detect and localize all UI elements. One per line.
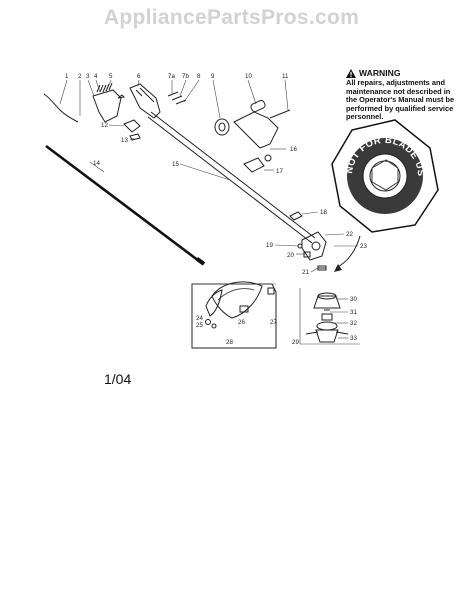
callout-32: 32 bbox=[350, 320, 357, 327]
callout-19: 19 bbox=[266, 242, 273, 249]
callout-33: 33 bbox=[350, 335, 357, 342]
callout-9: 9 bbox=[211, 73, 215, 80]
drive-shaft bbox=[147, 111, 316, 244]
gear-head bbox=[297, 231, 327, 271]
leader-lines bbox=[59, 79, 358, 339]
callout-15: 15 bbox=[172, 161, 179, 168]
callout-14: 14 bbox=[93, 160, 100, 167]
warning-body: All repairs, adjustments and maintenance… bbox=[346, 78, 455, 122]
callout-8: 8 bbox=[197, 73, 201, 80]
auxiliary-handle bbox=[214, 99, 291, 173]
trimmer-head-group bbox=[299, 288, 360, 345]
callout-28: 28 bbox=[226, 339, 233, 346]
throttle-wire bbox=[43, 93, 79, 123]
callout-24: 24 bbox=[196, 315, 203, 322]
callout-30: 30 bbox=[350, 296, 357, 303]
shaft-coupler bbox=[289, 211, 303, 221]
callout-16: 16 bbox=[290, 146, 297, 153]
callout-11: 11 bbox=[282, 73, 289, 80]
callout-26: 26 bbox=[238, 319, 245, 326]
callout-21: 21 bbox=[302, 269, 309, 276]
callout-numbers: 1 2 3 4 5 6 7a 7b 8 9 10 11 12 13 14 15 … bbox=[65, 73, 367, 346]
callout-18: 18 bbox=[320, 209, 327, 216]
callout-7a: 7a bbox=[168, 73, 175, 80]
warning-notice: WARNING All repairs, adjustments and mai… bbox=[346, 69, 458, 122]
callout-7b: 7b bbox=[182, 73, 189, 80]
debris-shield-group bbox=[191, 281, 277, 349]
callout-29: 29 bbox=[292, 339, 299, 346]
callout-5: 5 bbox=[109, 73, 113, 80]
seal-pointer-arrowhead bbox=[334, 264, 342, 272]
callout-4: 4 bbox=[94, 73, 98, 80]
callout-2: 2 bbox=[78, 73, 82, 80]
warning-triangle-icon bbox=[346, 69, 356, 78]
throttle-housing bbox=[92, 82, 126, 123]
revision-date: 1/04 bbox=[104, 371, 132, 387]
callout-12: 12 bbox=[101, 122, 108, 129]
trigger-springs bbox=[167, 91, 187, 105]
site-watermark: AppliancePartsPros.com bbox=[103, 6, 360, 29]
callout-31: 31 bbox=[350, 309, 357, 316]
seal-pointer-arrow bbox=[335, 235, 361, 269]
callout-25: 25 bbox=[196, 322, 203, 329]
callout-13: 13 bbox=[121, 137, 128, 144]
flex-cable bbox=[45, 144, 206, 266]
warning-heading: WARNING bbox=[346, 69, 458, 78]
callout-6: 6 bbox=[137, 73, 141, 80]
throttle-trigger bbox=[129, 83, 161, 119]
warning-title: WARNING bbox=[359, 68, 401, 79]
callout-27: 27 bbox=[270, 319, 277, 326]
callout-20: 20 bbox=[287, 252, 294, 259]
callout-3: 3 bbox=[86, 73, 90, 80]
handle-clamp bbox=[123, 119, 141, 141]
callout-10: 10 bbox=[245, 73, 252, 80]
callout-23: 23 bbox=[360, 243, 367, 250]
callout-1: 1 bbox=[65, 73, 69, 80]
callout-22: 22 bbox=[346, 231, 353, 238]
callout-17: 17 bbox=[276, 168, 283, 175]
